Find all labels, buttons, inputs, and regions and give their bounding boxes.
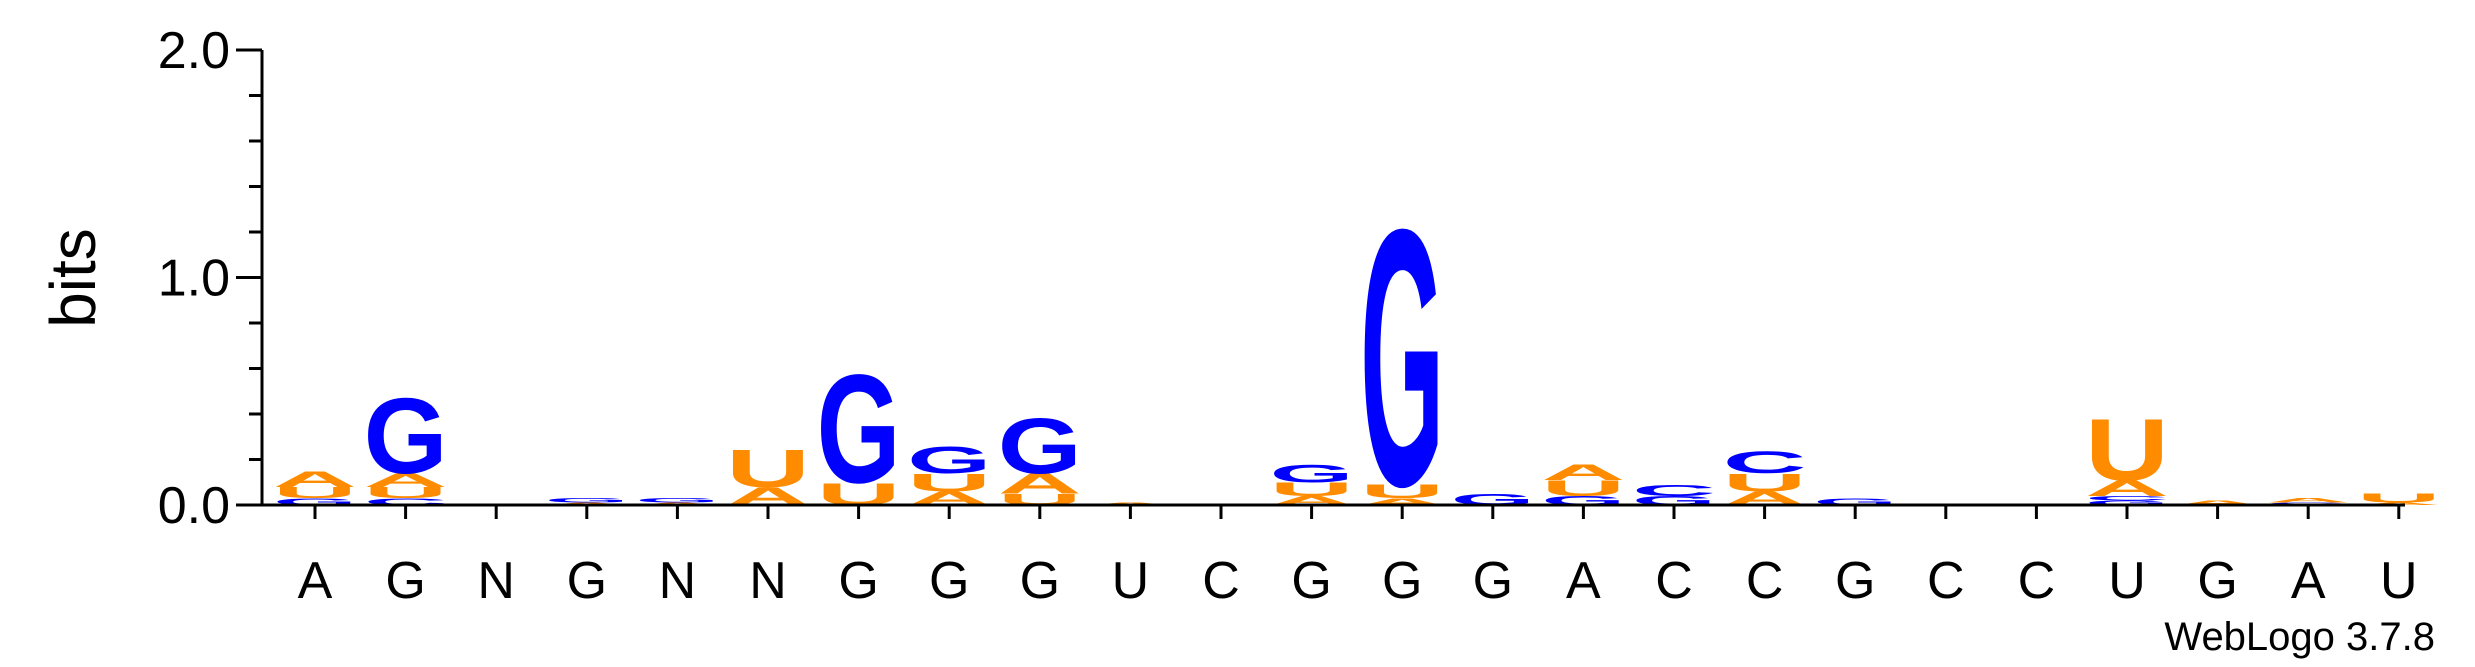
logo-glyph-G: G	[1813, 497, 1897, 508]
logo-glyph-U: U	[907, 469, 991, 497]
x-tick-label: A	[2291, 552, 2326, 610]
x-tick-label: A	[1566, 552, 1601, 610]
logo-glyph-U: U	[1270, 479, 1354, 500]
x-tick-label: N	[749, 552, 787, 610]
logo-glyph-U: U	[364, 484, 448, 502]
weblogo-credit: WebLogo 3.7.8	[2164, 615, 2435, 659]
logo-glyph-U: U	[726, 439, 810, 499]
x-tick-label: G	[838, 552, 878, 610]
logo-glyph-A: A	[998, 468, 1082, 500]
logo-glyph-G: G	[545, 497, 629, 504]
logo-glyph-A: A	[364, 470, 448, 491]
logo-glyph-G: G	[1270, 459, 1354, 487]
y-tick-label: 2.0	[158, 22, 230, 80]
logo-glyph-U: U	[2085, 399, 2169, 498]
logo-glyph-G: G	[2085, 499, 2169, 506]
x-tick-label: G	[1020, 552, 1060, 610]
logo-glyph-A: A	[1541, 460, 1625, 485]
x-tick-label: G	[1473, 552, 1513, 610]
logo-glyph-C: C	[2085, 495, 2169, 502]
logo-glyph-G: G	[817, 343, 901, 516]
logo-glyph-G: G	[364, 376, 448, 496]
x-tick-label: N	[659, 552, 697, 610]
logo-glyph-A: A	[2176, 499, 2260, 506]
x-tick-label: C	[2018, 552, 2056, 610]
logo-glyph-A: A	[2266, 497, 2350, 504]
y-tick-label: 0.0	[158, 477, 230, 535]
x-tick-label: G	[1835, 552, 1875, 610]
logo-glyph-U: U	[1360, 481, 1444, 502]
logo-glyph-G: G	[907, 439, 991, 481]
logo-glyph-G: G	[1360, 154, 1444, 564]
x-tick-label: G	[1291, 552, 1331, 610]
logo-glyph-G: G	[998, 402, 1082, 491]
logo-glyph-U: U	[1541, 476, 1625, 501]
y-axis: 0.0 1.0 2.0	[158, 22, 264, 535]
y-tick-label: 1.0	[158, 250, 230, 308]
x-tick-label: C	[1202, 552, 1240, 610]
x-tick-label: G	[385, 552, 425, 610]
x-tick-label: G	[2197, 552, 2237, 610]
logo-glyph-A: A	[2085, 476, 2169, 501]
x-tick-label: G	[929, 552, 969, 610]
x-tick-label: C	[1927, 552, 1965, 610]
logo-glyph-G: G	[273, 497, 357, 508]
x-tick-label: G	[567, 552, 607, 610]
logo-glyph-C: C	[1723, 445, 1807, 480]
x-tick-label: C	[1746, 552, 1784, 610]
x-tick-label: U	[2108, 552, 2146, 610]
logo-glyph-C: C	[364, 496, 448, 507]
logo-glyph-U: U	[273, 484, 357, 502]
x-tick-label: U	[1112, 552, 1150, 610]
x-tick-label: G	[1382, 552, 1422, 610]
logo-glyph-A: A	[1360, 496, 1444, 507]
x-tick-label: C	[1655, 552, 1693, 610]
x-tick-label: A	[298, 552, 333, 610]
logo-glyph-U: U	[2357, 491, 2441, 505]
x-tick-label: U	[2380, 552, 2418, 610]
y-axis-title: bits	[37, 228, 109, 328]
logo-glyph-A: A	[273, 467, 357, 492]
logo-glyph-G: G	[635, 497, 719, 504]
x-tick-label: N	[477, 552, 515, 610]
logo-glyph-U: U	[1723, 469, 1807, 497]
logo-glyph-C: C	[1632, 482, 1716, 500]
